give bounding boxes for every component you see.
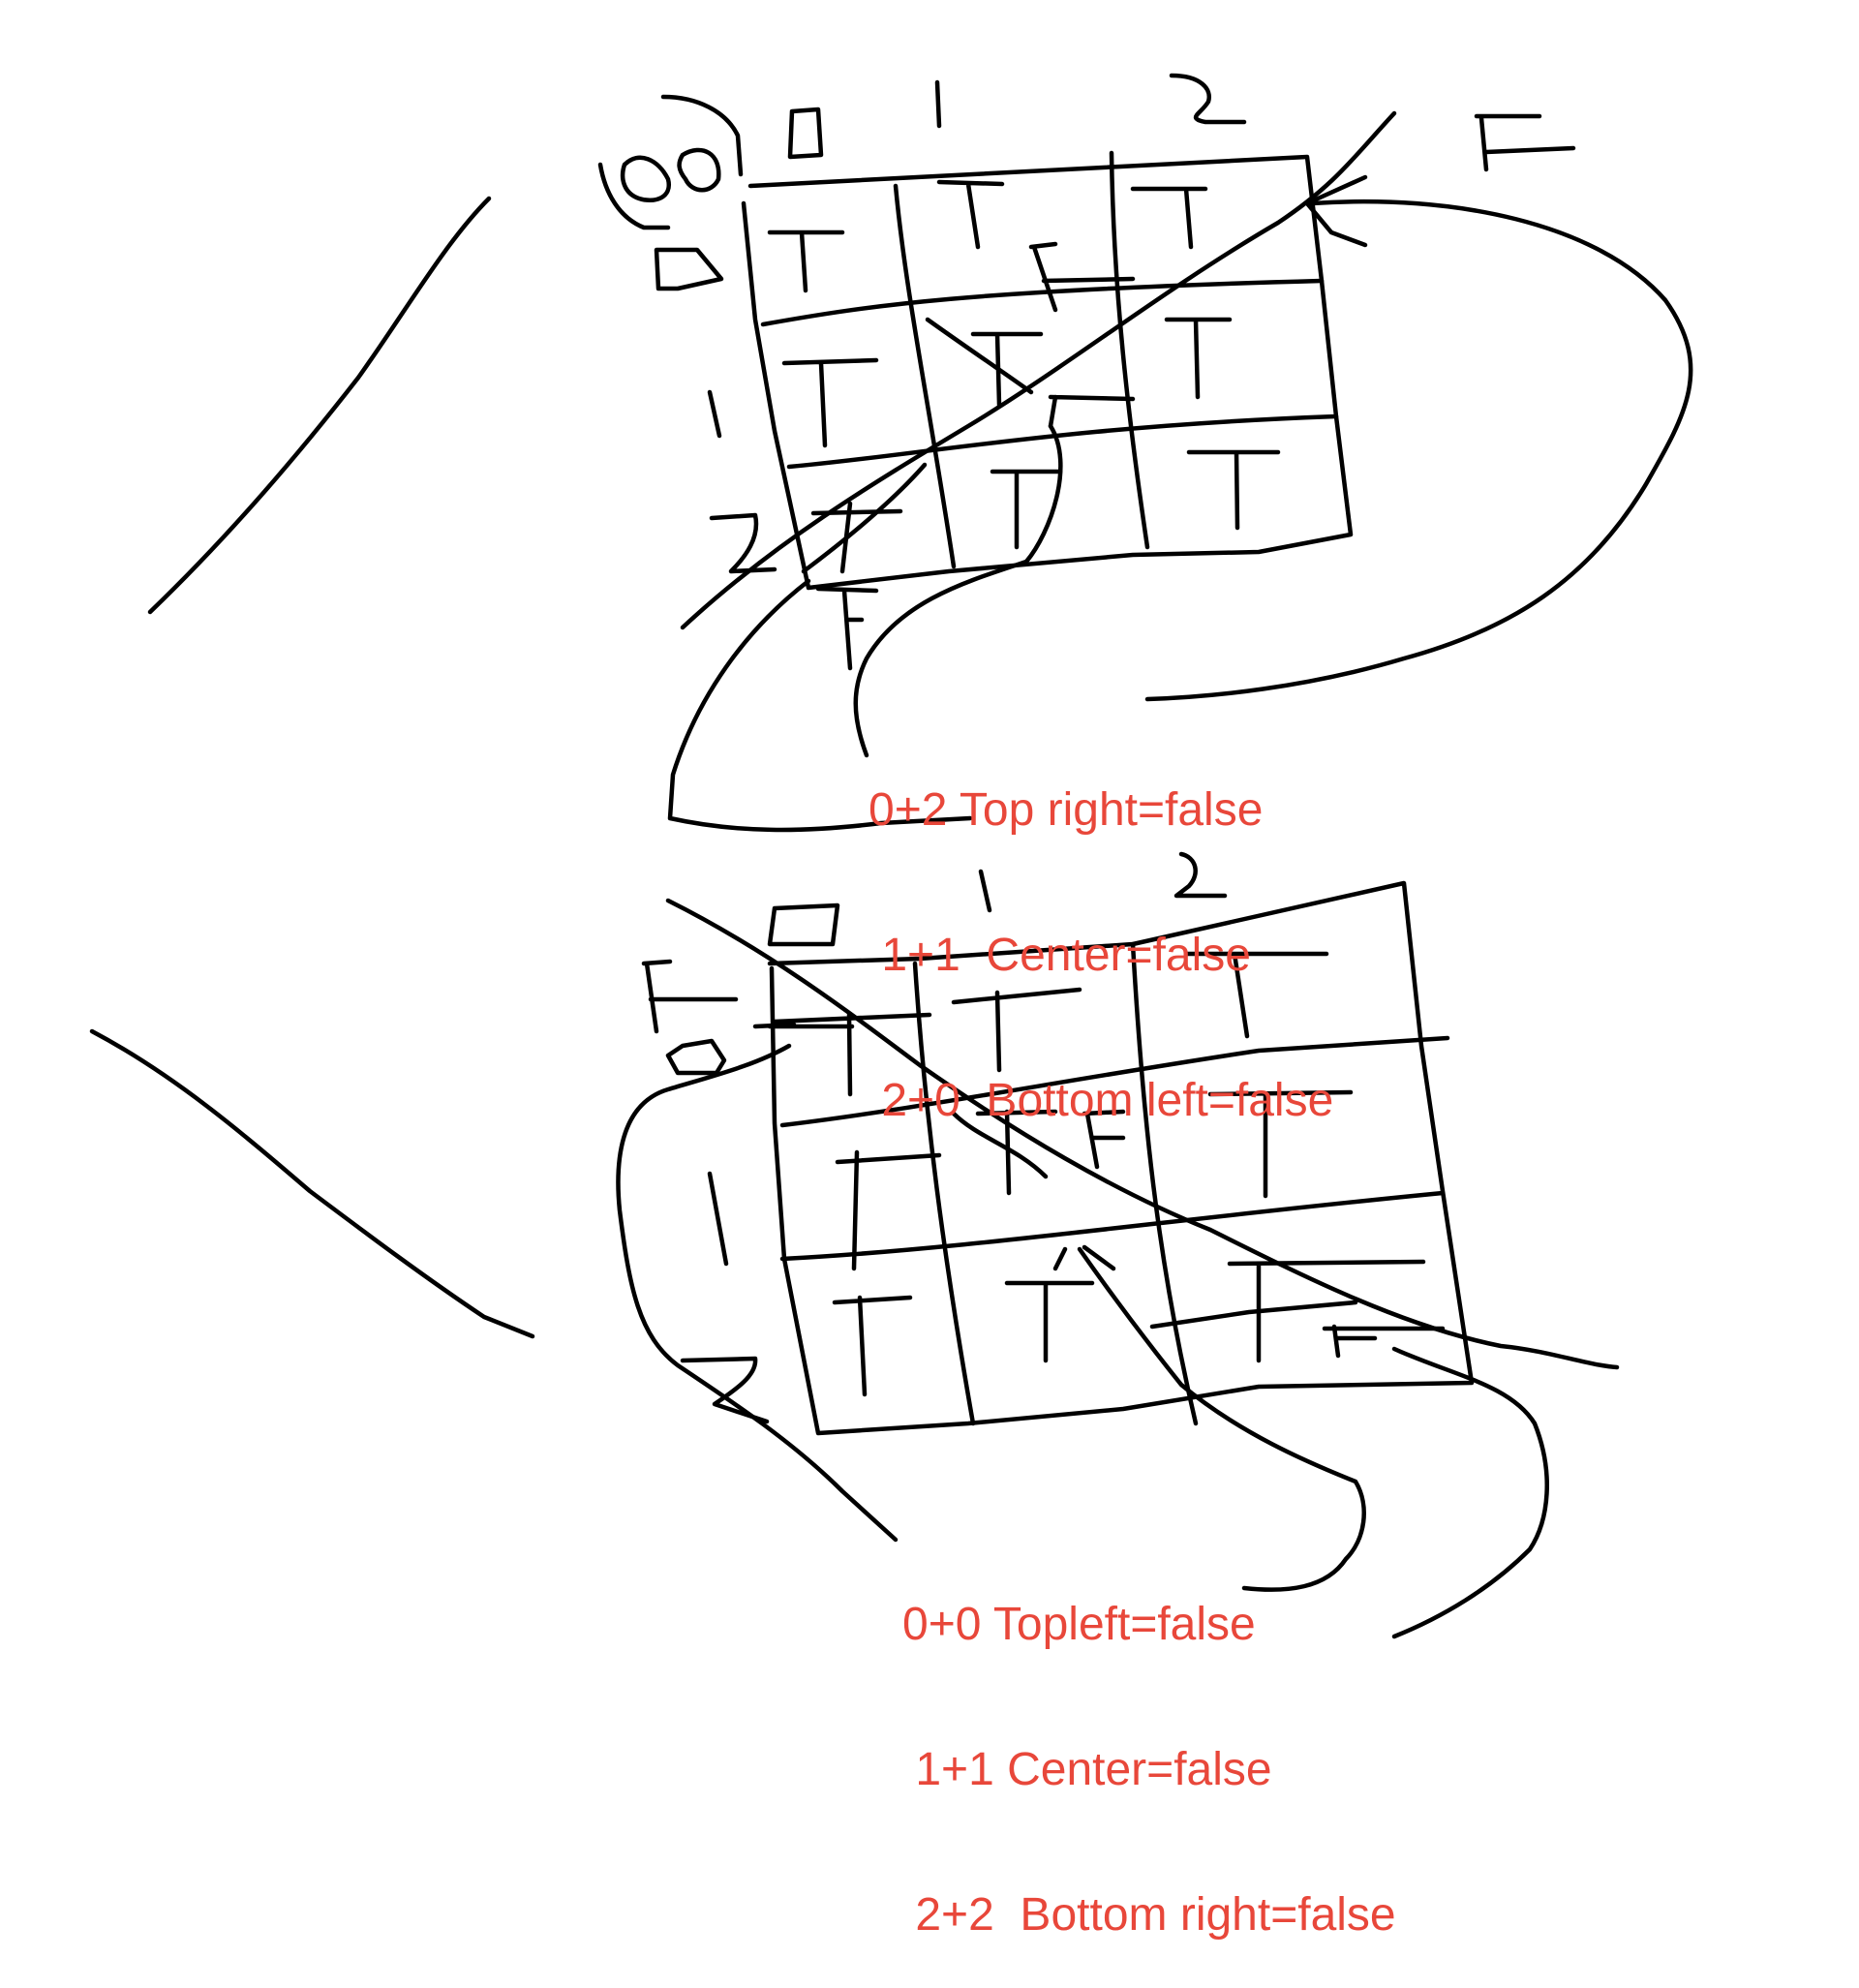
upper-annotation-line-2: 1+1 Center=false [869, 930, 1251, 981]
lower-stroke-upperleft [752, 1022, 855, 1029]
upper-row-index-2 [709, 512, 777, 574]
upper-cell-1-0 [781, 357, 879, 448]
upper-col-index-1 [934, 79, 942, 129]
lower-cell-0-2 [1183, 951, 1329, 1039]
lower-f-mark-bottomright [1322, 1324, 1446, 1359]
upper-cell-marks [767, 179, 1281, 574]
upper-cell-0-2 [1130, 186, 1208, 250]
upper-corner-mark-00 [597, 94, 744, 230]
upper-stroke-arrowhead [1304, 174, 1368, 248]
stray-stroke-lower [89, 1028, 535, 1339]
lower-row-index-2 [680, 1356, 770, 1424]
lower-diagonal-line [665, 898, 1620, 1370]
lower-col-index-0 [767, 902, 840, 947]
upper-col-index-0 [787, 107, 824, 160]
upper-grid-row-line-1 [760, 278, 1325, 327]
upper-grid-frame [741, 154, 1354, 591]
upper-annotation: 0+2 Top right=false 1+1 Center=false 2+0… [869, 689, 1333, 1174]
upper-annotation-line-3: 2+0 Bottom left=false [869, 1075, 1334, 1126]
lower-col-index-1 [978, 869, 992, 913]
upper-cell-2-1 [990, 469, 1063, 550]
upper-stroke-center [925, 317, 1034, 395]
upper-f-mark-center-top [1028, 241, 1136, 313]
upper-row-index-1 [707, 389, 722, 439]
upper-arrow-loop-left [667, 578, 973, 833]
upper-col-index-2 [1169, 73, 1247, 125]
lower-cell-2-1 [1004, 1280, 1095, 1363]
upper-diagonal-line [680, 110, 1397, 630]
upper-cell-2-2 [1186, 449, 1281, 531]
lower-diagram [89, 851, 1620, 1639]
upper-arrow-loop-center [853, 423, 1063, 758]
lower-cell-1-2 [1207, 1089, 1354, 1199]
upper-cell-0-1 [936, 179, 1005, 250]
lower-grid-row-line-2 [779, 1190, 1446, 1262]
upper-f-mark-center [1048, 394, 1136, 429]
upper-row-index-0 [654, 247, 724, 291]
upper-grid-row-line-2 [786, 413, 1339, 470]
upper-grid-col-line-1 [893, 183, 957, 569]
lower-cell-0-1 [951, 987, 1082, 1073]
upper-cell-0-0 [767, 229, 845, 293]
lower-arrow-loop-right [1391, 1346, 1549, 1639]
lower-stroke-center [951, 1111, 1049, 1179]
upper-f-mark-bottomleft [815, 586, 879, 671]
upper-diagram [147, 73, 1693, 833]
stray-stroke-upper [147, 196, 492, 615]
upper-grid-col-line-2 [1109, 150, 1150, 550]
lower-row-index-0 [665, 1038, 727, 1076]
lower-corner-mark-f [641, 959, 739, 1034]
lower-arrow-loop-center [1077, 1246, 1366, 1592]
lower-annotation-line-1: 0+0 Topleft=false [902, 1599, 1256, 1650]
lower-arrow-loop-left [616, 1043, 899, 1543]
lower-grid-col-line-1 [912, 961, 976, 1426]
lower-cell-2-0 [832, 1295, 913, 1397]
upper-stroke-lowerleft [801, 462, 928, 574]
lower-col-index-2 [1173, 851, 1228, 899]
sketch-canvas [89, 73, 1693, 1639]
lower-row-index-1 [707, 1171, 729, 1267]
lower-annotation: 0+0 Topleft=false 1+1 Center=false 2+2 B… [902, 1504, 1396, 1988]
lower-stroke-bottom [1052, 1244, 1358, 1330]
upper-annotation-line-1: 0+2 Top right=false [869, 784, 1264, 836]
lower-grid-col-line-2 [1130, 941, 1199, 1426]
lower-grid-row-line-1 [779, 1035, 1450, 1128]
lower-cell-1-0 [835, 1149, 942, 1271]
upper-arrow-loop-right [1144, 199, 1693, 702]
upper-cell-1-2 [1164, 317, 1233, 400]
lower-annotation-line-2: 1+1 Center=false [902, 1744, 1272, 1795]
lower-f-mark-center [1082, 1109, 1126, 1170]
upper-f-mark-topright [1474, 113, 1576, 172]
lower-annotation-line-3: 2+2 Bottom right=false [902, 1889, 1396, 1941]
lower-grid-frame [767, 880, 1475, 1436]
